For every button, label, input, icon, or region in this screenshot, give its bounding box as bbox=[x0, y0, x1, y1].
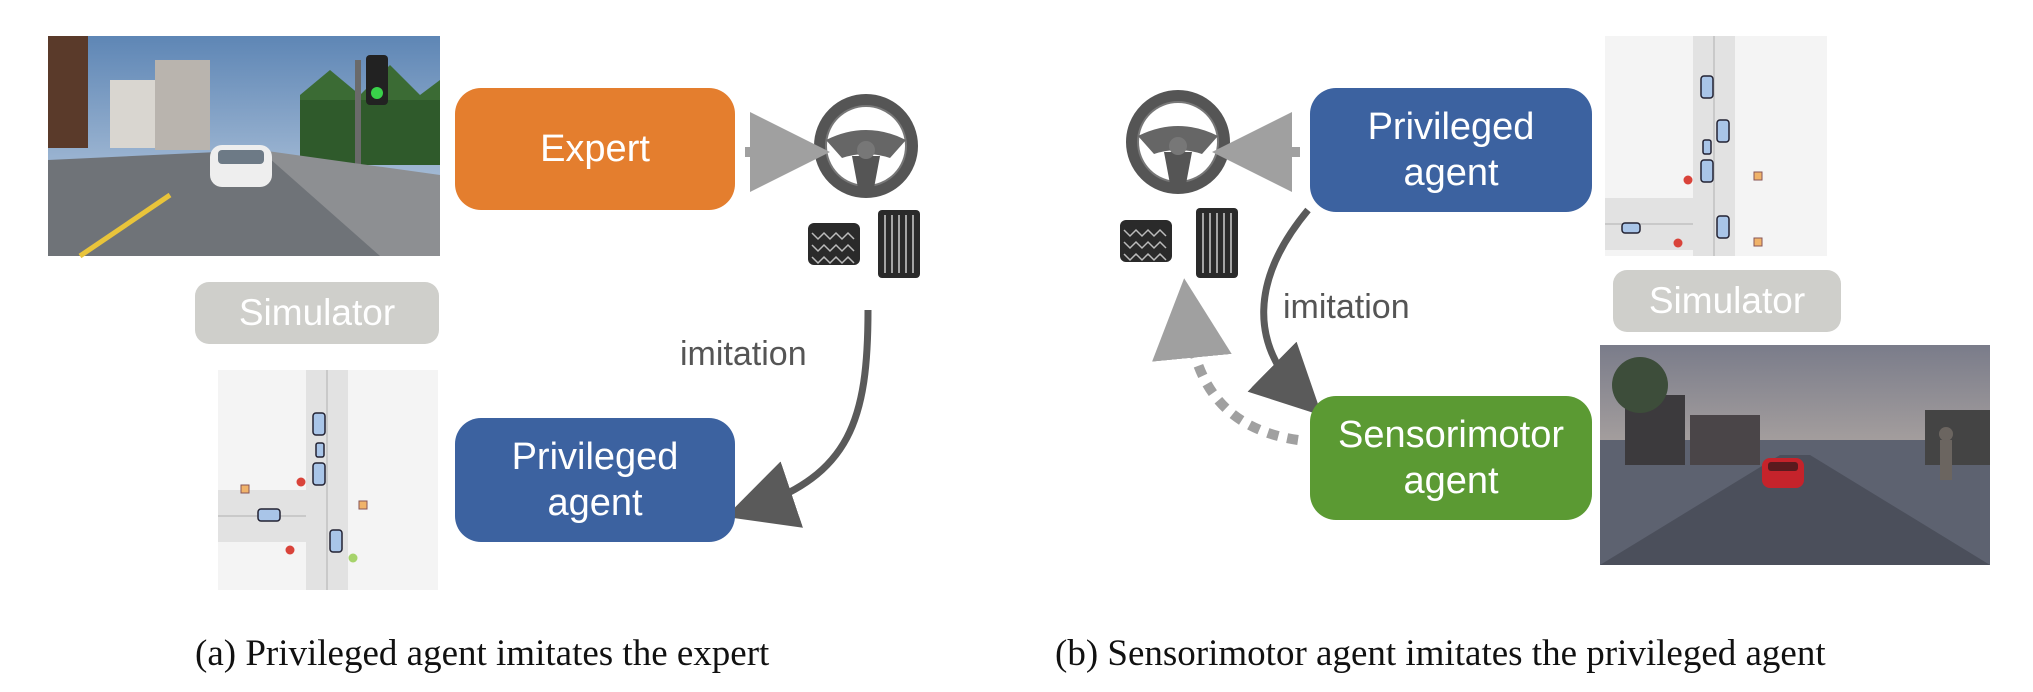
sensorimotor-label-line2: agent bbox=[1403, 460, 1499, 502]
steering-wheel-icon-b bbox=[1126, 90, 1230, 194]
sensorimotor-label-line1: Sensorimotor bbox=[1338, 414, 1564, 456]
privileged-agent-box-b: Privileged agent bbox=[1310, 88, 1592, 212]
simulator-camera-image-a bbox=[48, 36, 440, 259]
privileged-label-line2-b: agent bbox=[1403, 152, 1499, 194]
steering-wheel-icon-a bbox=[814, 94, 918, 198]
privileged-label-line1: Privileged bbox=[511, 436, 679, 478]
feedback-dashed-arrow bbox=[1152, 278, 1299, 445]
imitation-label-b: imitation bbox=[1283, 288, 1410, 326]
privileged-label-line1-b: Privileged bbox=[1367, 106, 1535, 148]
caption-b: (b) Sensorimotor agent imitates the priv… bbox=[1055, 633, 1826, 674]
gas-pedal-icon-a bbox=[878, 210, 920, 278]
top-down-map-b bbox=[1605, 36, 1827, 256]
top-down-map-a bbox=[218, 370, 438, 590]
expert-label: Expert bbox=[540, 128, 650, 170]
brake-pedal-icon-a bbox=[808, 223, 860, 265]
brake-pedal-icon-b bbox=[1120, 220, 1172, 262]
imitation-arrow-b bbox=[1247, 207, 1322, 416]
privileged-agent-box-a: Privileged agent bbox=[455, 418, 735, 542]
imitation-label-a: imitation bbox=[680, 335, 807, 373]
imitation-arrow-a bbox=[725, 309, 872, 528]
privileged-label-line2: agent bbox=[547, 482, 643, 524]
expert-box: Expert bbox=[455, 88, 735, 210]
gas-pedal-icon-b bbox=[1196, 208, 1238, 278]
caption-a: (a) Privileged agent imitates the expert bbox=[195, 633, 770, 674]
sensorimotor-agent-box: Sensorimotor agent bbox=[1310, 396, 1592, 520]
simulator-camera-image-b bbox=[1600, 345, 1990, 565]
simulator-label-b: Simulator bbox=[1613, 270, 1841, 332]
simulator-label-a: Simulator bbox=[195, 282, 439, 344]
